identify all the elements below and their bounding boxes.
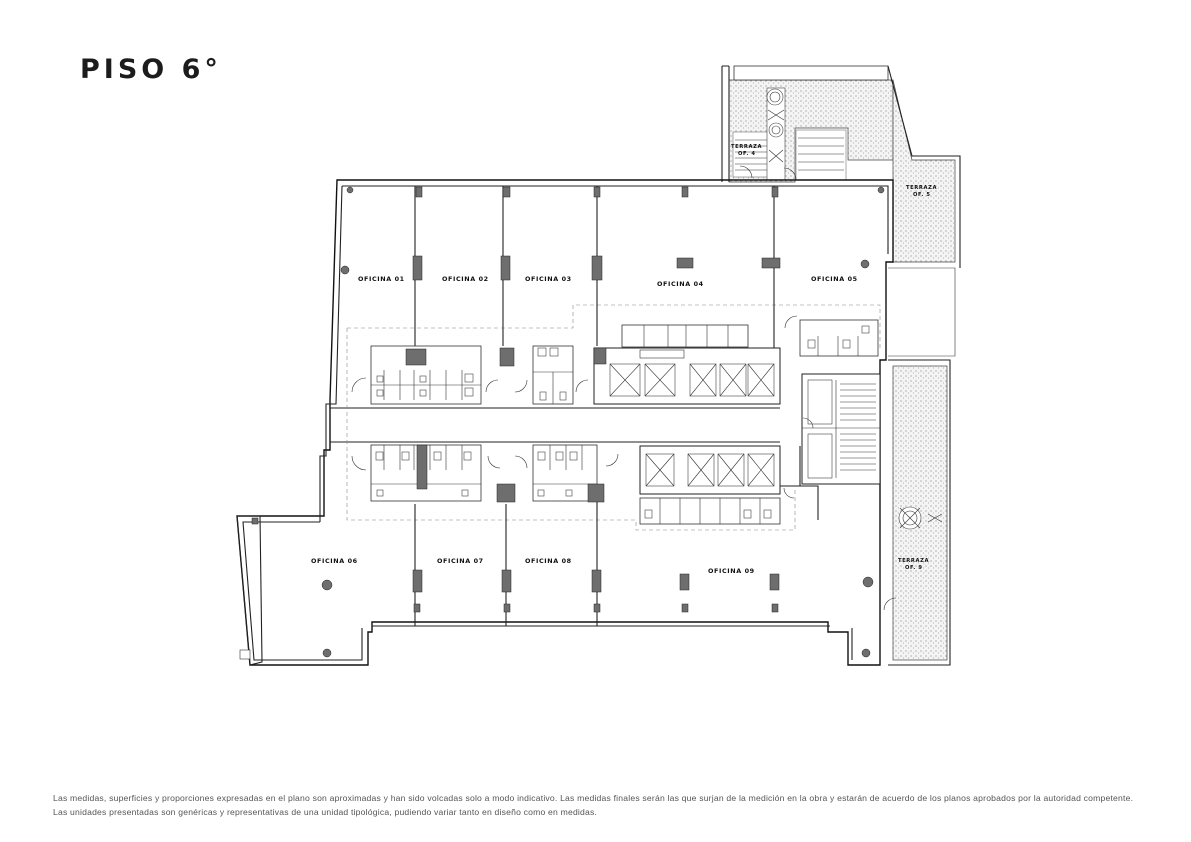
restroom-of-05 (799, 319, 879, 357)
label-oficina-05: OFICINA 05 (811, 275, 858, 283)
label-oficina-01: OFICINA 01 (358, 275, 405, 283)
label-oficina-09: OFICINA 09 (708, 567, 755, 575)
columns (321, 186, 885, 658)
terraza-of-4[interactable] (721, 65, 894, 183)
elevator-core-south (639, 445, 819, 525)
label-terraza-4-line2: OF. 4 (738, 151, 756, 157)
terraza-of-5[interactable] (887, 65, 961, 357)
label-terraza-5-line1: TERRAZA (906, 185, 937, 191)
label-terraza-5-line2: OF. 5 (913, 192, 931, 198)
label-terraza-4-line1: TERRAZA (731, 144, 762, 150)
label-oficina-02: OFICINA 02 (442, 275, 489, 283)
label-oficina-08: OFICINA 08 (525, 557, 572, 565)
label-oficina-07: OFICINA 07 (437, 557, 484, 565)
door-swings (351, 165, 897, 611)
restroom-block-south (370, 444, 605, 503)
terraza-of-9[interactable] (888, 359, 951, 666)
disclaimer-text: Las medidas, superficies y proporciones … (53, 793, 1134, 817)
elevator-core-north (593, 324, 781, 405)
restroom-block-north (370, 345, 574, 405)
label-oficina-04: OFICINA 04 (657, 280, 704, 288)
page-title: PISO 6° (80, 54, 222, 85)
label-oficina-03: OFICINA 03 (525, 275, 572, 283)
label-terraza-9-line1: TERRAZA (898, 558, 929, 564)
stairs (801, 373, 881, 485)
building-outline (236, 179, 894, 666)
label-terraza-9-line2: OF. 9 (905, 565, 923, 571)
label-oficina-06: OFICINA 06 (311, 557, 358, 565)
